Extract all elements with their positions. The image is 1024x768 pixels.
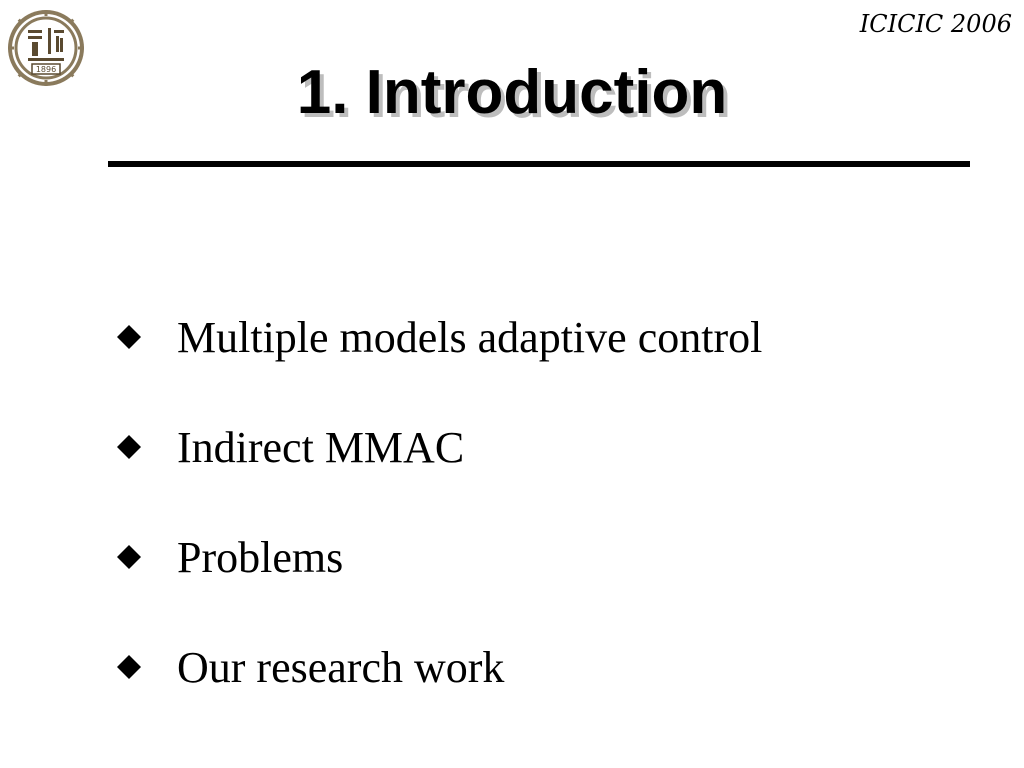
bullet-text: Our research work (177, 642, 505, 692)
bullet-item-problems: Problems (116, 502, 762, 612)
bullet-text: Problems (177, 532, 344, 582)
bullet-text: Indirect MMAC (177, 422, 465, 472)
diamond-bullet-icon (116, 434, 142, 460)
bullet-item-multiple-models: Multiple models adaptive control (116, 282, 762, 392)
seal-year: 1896 (36, 65, 56, 74)
bullet-text: Multiple models adaptive control (177, 312, 763, 362)
university-seal-icon: 1896 (6, 8, 86, 88)
bullet-item-research-work: Our research work (116, 612, 762, 722)
conference-label: ICICIC 2006 (859, 10, 1012, 38)
bullet-list: Multiple models adaptive control Indirec… (116, 282, 762, 722)
bullet-item-indirect-mmac: Indirect MMAC (116, 392, 762, 502)
diamond-bullet-icon (116, 324, 142, 350)
slide-title: 1. Introduction (296, 58, 728, 127)
title-divider (108, 161, 970, 167)
diamond-bullet-icon (116, 544, 142, 570)
diamond-bullet-icon (116, 654, 142, 680)
